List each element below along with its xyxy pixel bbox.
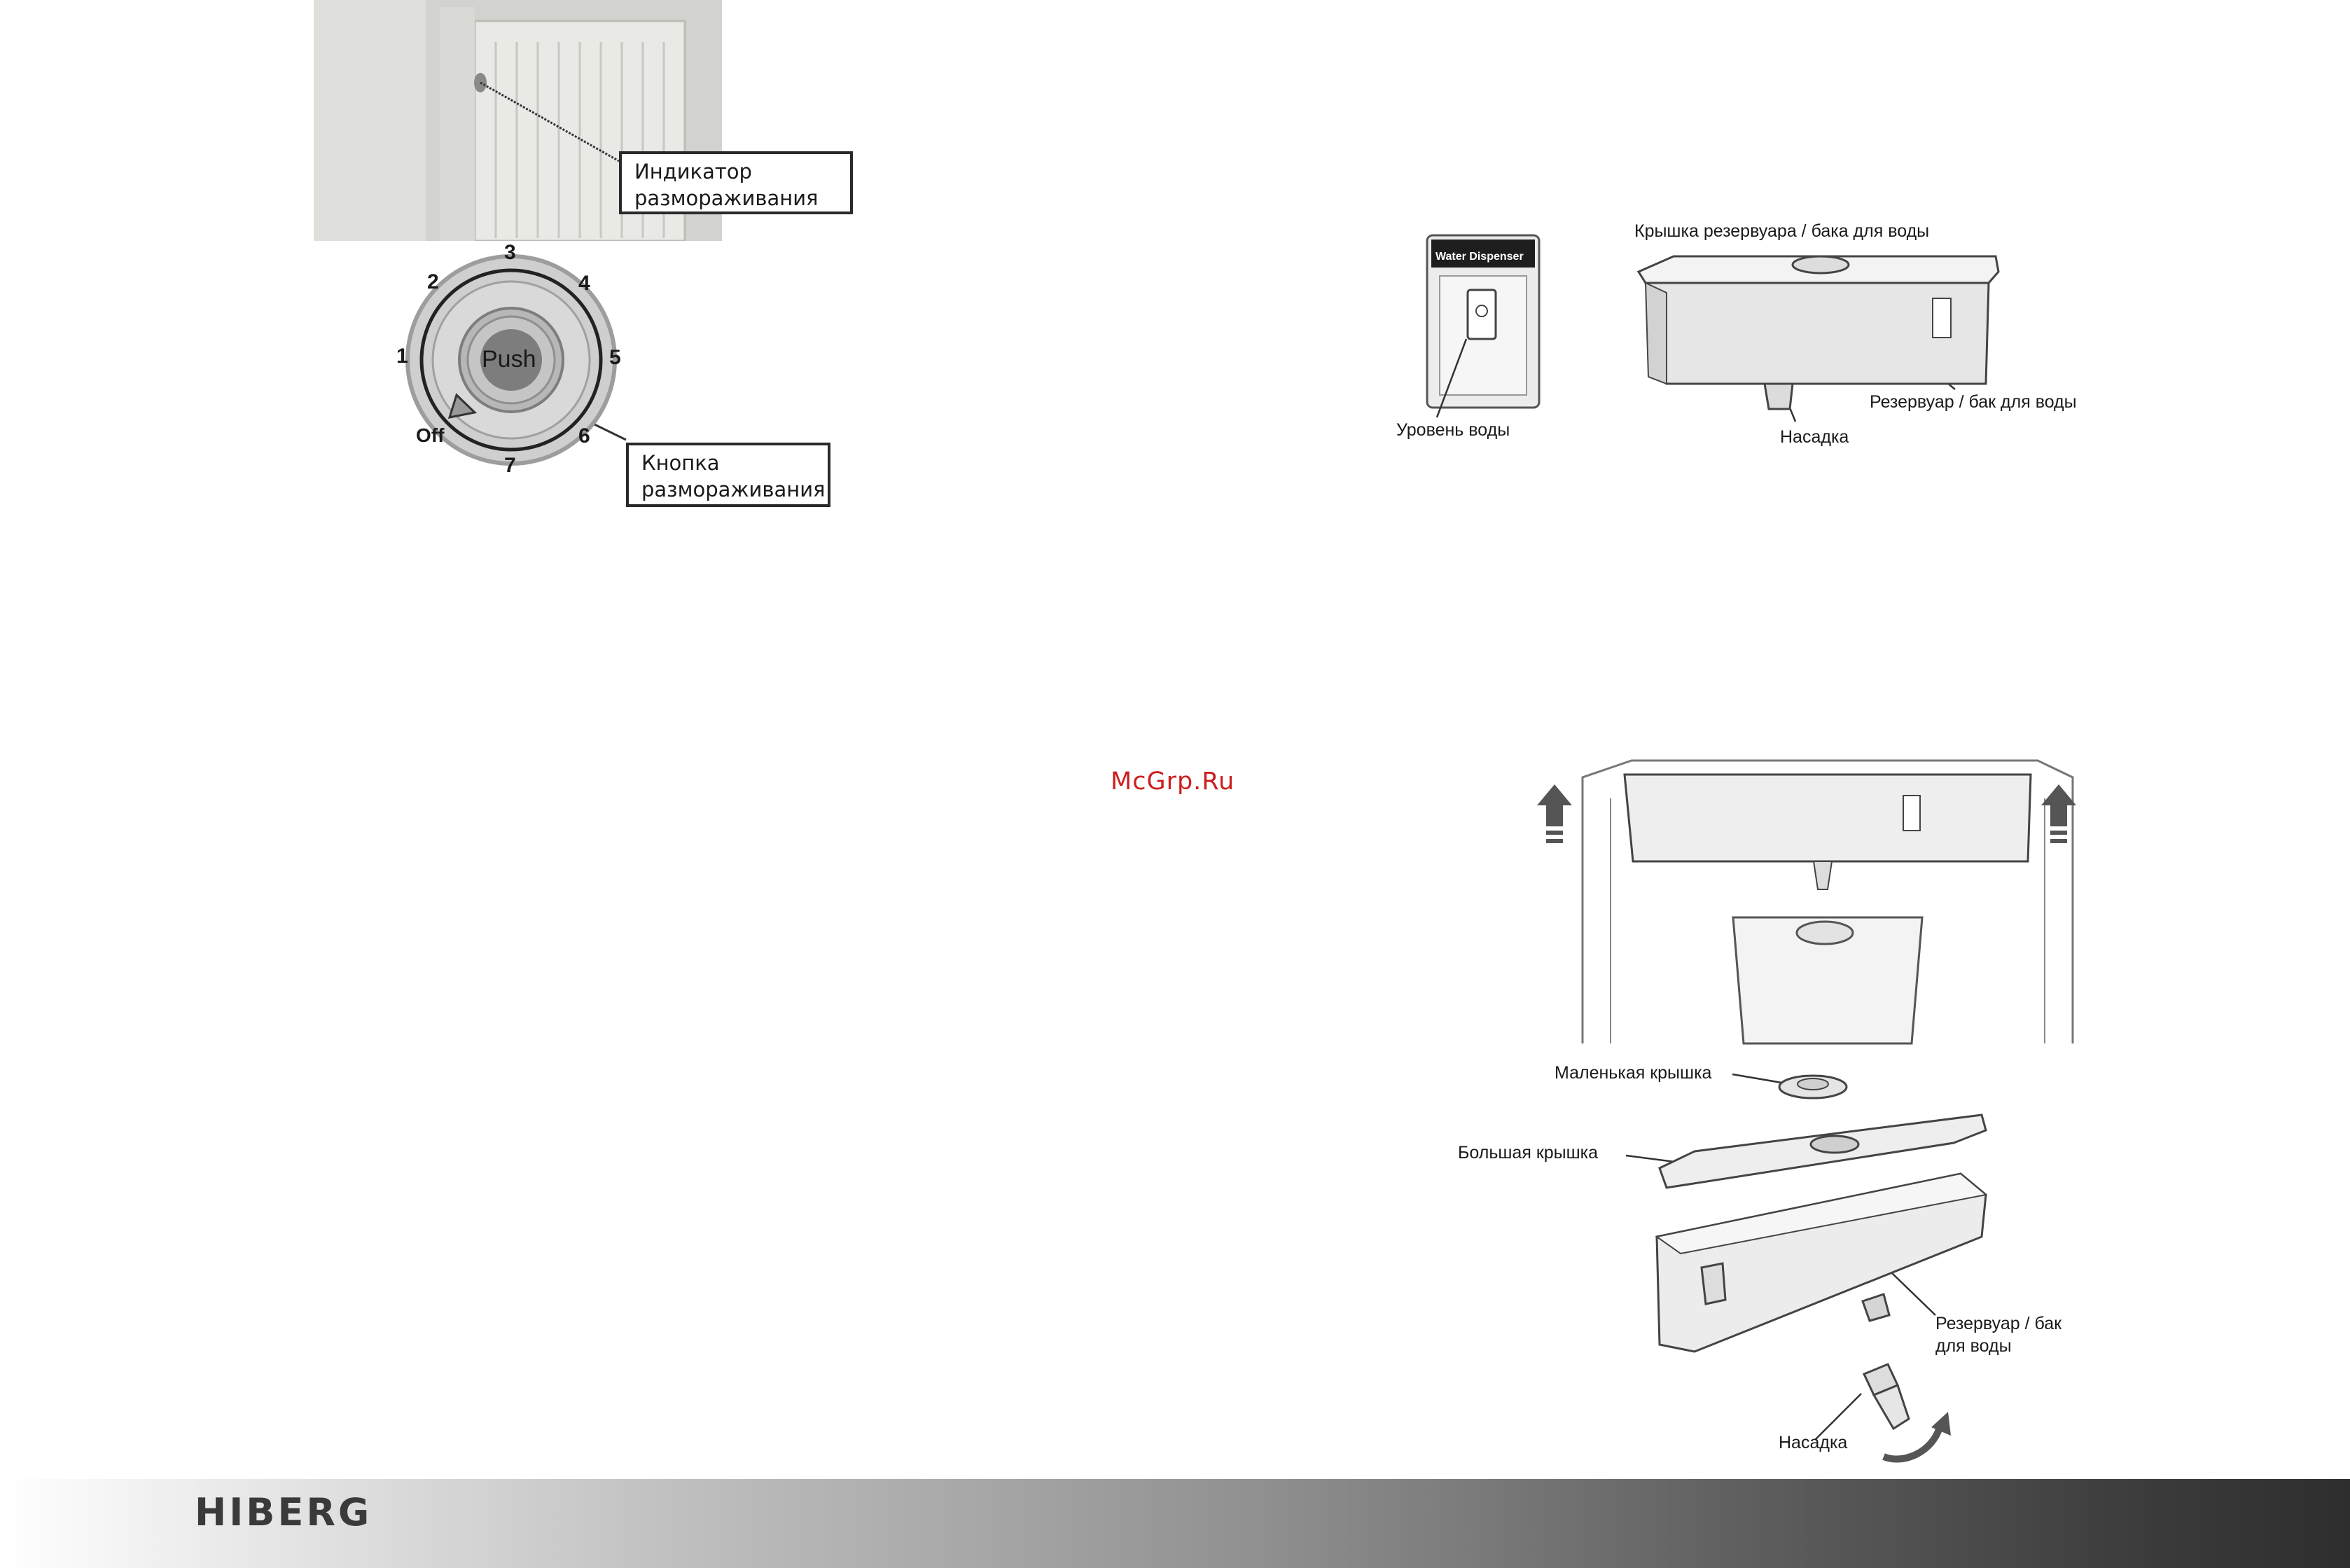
big-lid-label: Большая крышка (1458, 1143, 1598, 1163)
assembly-nozzle-drawing (1856, 1360, 1961, 1472)
small-lid-label: Маленькая крышка (1555, 1063, 1711, 1083)
assembly-tank-label-line2: для воды (1935, 1336, 2012, 1357)
assembly-nozzle-label: Насадка (1779, 1433, 1847, 1453)
small-lid-drawing (1774, 1071, 1851, 1106)
brand-logo: HIBERG (195, 1490, 372, 1534)
assembly-tank-label-line1: Резервуар / бак (1935, 1314, 2062, 1334)
